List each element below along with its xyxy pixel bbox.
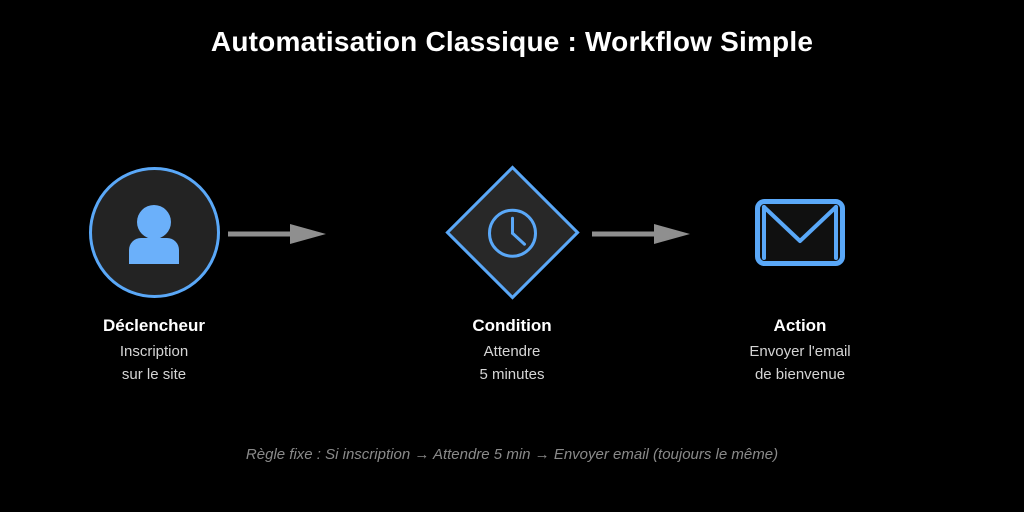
workflow-node-action[interactable]: [700, 150, 900, 315]
caption-trigger-title: Déclencheur: [102, 316, 206, 335]
caption-condition-line-1: Attendre: [483, 343, 541, 360]
caption-condition-line-2: 5 minutes: [479, 366, 545, 383]
workflow-node-trigger[interactable]: [54, 150, 254, 315]
caption-trigger-line-2: sur le site: [121, 366, 187, 383]
caption-trigger: Déclencheur Inscription sur le site: [14, 314, 294, 386]
caption-action-line-2: de bienvenue: [754, 366, 846, 383]
action-shape-wrapper: [700, 150, 900, 315]
trigger-shape-wrapper: [54, 150, 254, 315]
workflow-node-condition[interactable]: [412, 150, 612, 315]
caption-condition: Condition Attendre 5 minutes: [372, 314, 652, 386]
condition-shape-wrapper: [412, 150, 612, 315]
person-icon: [129, 204, 179, 264]
arrow-trigger-to-condition: [228, 222, 328, 246]
arrow-condition-to-action: [592, 222, 692, 246]
caption-action-title: Action: [773, 316, 827, 335]
page-title: Automatisation Classique : Workflow Simp…: [210, 26, 814, 57]
caption-action: Action Envoyer l'email de bienvenue: [660, 314, 940, 386]
clock-icon: [487, 208, 537, 257]
circle-shape: [88, 167, 220, 298]
diamond-inner: [484, 205, 540, 261]
arrow-right-icon: [592, 224, 690, 244]
caption-condition-title: Condition: [472, 316, 552, 335]
caption-action-line-1: Envoyer l'email: [749, 343, 851, 360]
caption-trigger-line-1: Inscription: [119, 343, 189, 360]
envelope-shape: [755, 199, 845, 266]
arrow-right-icon: [228, 224, 326, 244]
diamond-shape: [444, 165, 580, 300]
footer-caption: Règle fixe : Si inscription → Attendre 5…: [245, 446, 779, 463]
envelope-icon: [755, 199, 845, 266]
workflow-diagram: [0, 150, 1024, 320]
